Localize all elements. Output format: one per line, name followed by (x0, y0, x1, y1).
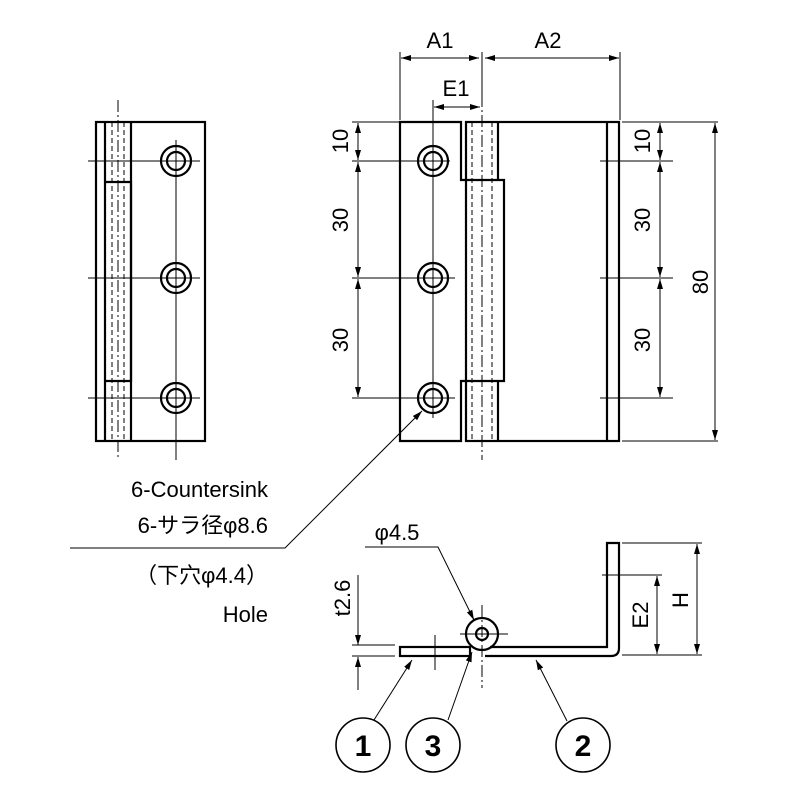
dim-30-right-top: 30 (630, 208, 655, 232)
note-line4: Hole (223, 602, 268, 627)
part-balloons: 1 3 2 (335, 651, 611, 773)
end-view: t2.6 φ4.5 E2 H (330, 520, 702, 690)
dim-e1: E1 (443, 76, 470, 101)
balloon-1: 1 (355, 730, 372, 763)
note-line1: 6-Countersink (131, 477, 269, 502)
dim-e2: E2 (628, 602, 653, 629)
dim-a2: A2 (535, 28, 562, 53)
dim-30-left-top: 30 (328, 208, 353, 232)
dim-h: H (668, 592, 693, 608)
dim-pin-diameter: φ4.5 (375, 520, 420, 545)
dim-10-right: 10 (630, 129, 655, 153)
dim-30-left-bottom: 30 (328, 328, 353, 352)
dim-80: 80 (688, 270, 713, 294)
note-line2: 6-サラ径φ8.6 (138, 513, 268, 538)
countersink-holes (88, 140, 200, 460)
dim-a1: A1 (427, 28, 454, 53)
countersink-note: 6-Countersink 6-サラ径φ8.6 （下穴φ4.4） Hole (70, 410, 423, 627)
balloon-3: 3 (425, 730, 442, 763)
front-view: A1 A2 E1 10 30 30 10 30 30 80 (328, 28, 718, 460)
balloon-2: 2 (575, 730, 592, 763)
side-view (88, 100, 207, 460)
dim-30-right-bottom: 30 (630, 328, 655, 352)
note-line3: （下穴φ4.4） (135, 563, 268, 588)
dim-10-left: 10 (328, 129, 353, 153)
dim-thickness: t2.6 (330, 580, 355, 617)
